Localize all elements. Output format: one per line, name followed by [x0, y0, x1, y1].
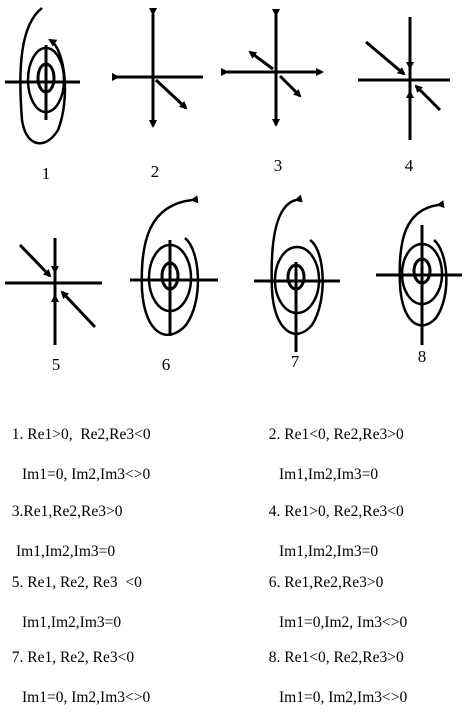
- panel-number-6: 6: [161, 355, 171, 374]
- condition-3-line1: 3.Re1,Re2,Re3>0: [11, 503, 123, 520]
- phase-portrait-1: [5, 7, 80, 145]
- panel-number-1: 1: [41, 164, 51, 183]
- panel-number-3: 3: [273, 156, 283, 175]
- phase-portraits-figure: [5, 7, 462, 352]
- panel-number-5: 5: [51, 355, 61, 374]
- phase-portrait-5: [5, 238, 102, 345]
- condition-1-line2: Im1=0, Im2,Im3<>0: [22, 466, 151, 483]
- phase-portrait-7: [254, 194, 340, 352]
- condition-5-line2: Im1,Im2,Im3=0: [22, 614, 122, 631]
- condition-1: 1. Re1>0, Re2,Re3<0 Im1=0, Im2,Im3<>0: [4, 405, 151, 505]
- condition-6-line2: Im1=0,Im2, Im3<>0: [279, 614, 408, 631]
- phase-portrait-3: [221, 9, 324, 127]
- condition-7-line1: 7. Re1, Re2, Re3<0: [11, 649, 135, 666]
- condition-4: 4. Re1>0, Re2,Re3<0 Im1,Im2,Im3=0: [261, 482, 404, 582]
- panel-number-2: 2: [150, 162, 160, 181]
- condition-8: 8. Re1<0, Re2,Re3>0 Im1=0, Im2,Im3<>0: [261, 628, 408, 728]
- condition-5: 5. Re1, Re2, Re3 <0 Im1,Im2,Im3=0: [4, 553, 142, 653]
- condition-3-line2: Im1,Im2,Im3=0: [16, 543, 116, 560]
- condition-1-line1: 1. Re1>0, Re2,Re3<0: [11, 426, 151, 443]
- phase-portrait-2: [112, 8, 203, 128]
- condition-6: 6. Re1,Re2,Re3>0 Im1=0,Im2, Im3<>0: [261, 553, 408, 653]
- condition-7: 7. Re1, Re2, Re3<0 Im1=0, Im2,Im3<>0: [4, 628, 151, 728]
- phase-portrait-6: [130, 195, 218, 337]
- condition-6-line1: 6. Re1,Re2,Re3>0: [268, 574, 384, 591]
- phase-portrait-4: [358, 17, 450, 140]
- condition-2-line2: Im1,Im2,Im3=0: [279, 466, 379, 483]
- panel-number-4: 4: [404, 156, 414, 175]
- condition-2: 2. Re1<0, Re2,Re3>0 Im1,Im2,Im3=0: [261, 405, 404, 505]
- condition-2-line1: 2. Re1<0, Re2,Re3>0: [268, 426, 404, 443]
- condition-8-line2: Im1=0, Im2,Im3<>0: [279, 689, 408, 706]
- condition-4-line1: 4. Re1>0, Re2,Re3<0: [268, 503, 404, 520]
- condition-4-line2: Im1,Im2,Im3=0: [279, 543, 379, 560]
- condition-8-line1: 8. Re1<0, Re2,Re3>0: [268, 649, 404, 666]
- condition-5-line1: 5. Re1, Re2, Re3 <0: [11, 574, 142, 591]
- panel-number-7: 7: [290, 352, 300, 371]
- panel-number-8: 8: [417, 347, 427, 366]
- condition-3: 3.Re1,Re2,Re3>0 Im1,Im2,Im3=0: [4, 482, 123, 582]
- condition-7-line2: Im1=0, Im2,Im3<>0: [22, 689, 151, 706]
- phase-portrait-8: [376, 200, 462, 345]
